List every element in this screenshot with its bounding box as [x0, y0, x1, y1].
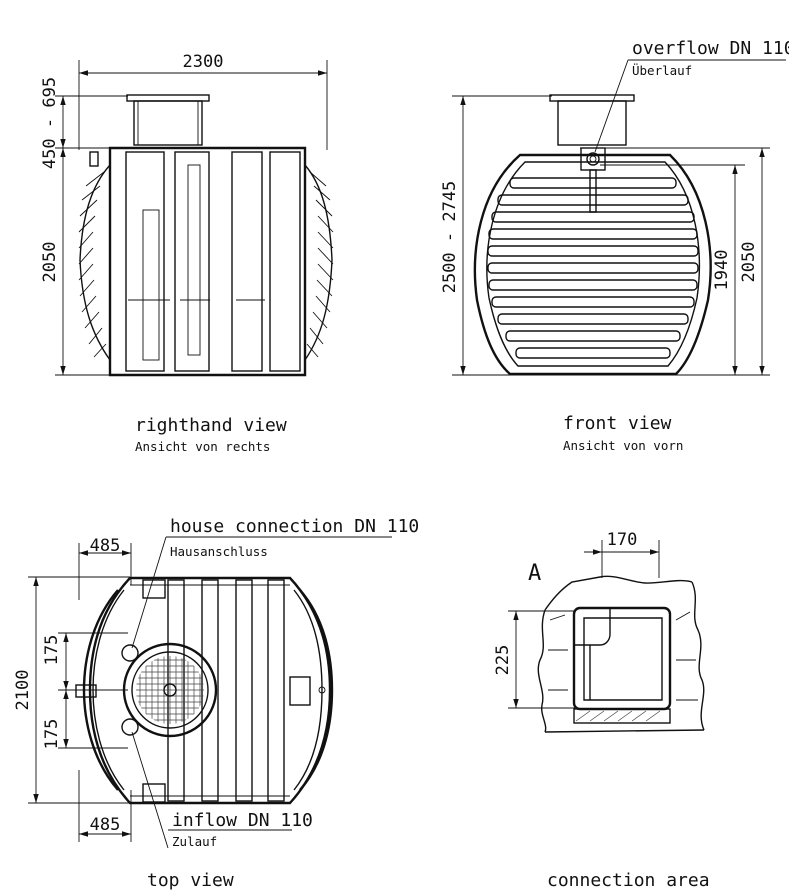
righthand-view: 2300 450 - 695 2050	[40, 52, 334, 454]
connection-opening	[572, 606, 672, 711]
top-view-title: top view	[147, 870, 234, 891]
inflow-sublabel: Zulauf	[172, 834, 217, 849]
manhole-cover	[122, 642, 218, 738]
front-view: 2500 - 2745 1940 2050 ove	[440, 38, 789, 453]
total-height-label: 2500 - 2745	[440, 181, 460, 294]
connection-height-label: 225	[493, 645, 513, 676]
bottom-offset-label: 485	[90, 815, 121, 835]
top-view: 485 485 2100 175 175	[13, 516, 419, 891]
connection-area-title: connection area	[547, 870, 710, 891]
front-view-subtitle: Ansicht von vorn	[563, 438, 683, 453]
right-ribs	[304, 164, 334, 361]
house-connection-pipe	[121, 644, 139, 662]
overflow-fitting	[580, 147, 606, 171]
outlet-height-label: 1940	[712, 250, 732, 291]
detail-marker: A	[528, 561, 541, 586]
righthand-view-title: righthand view	[135, 415, 287, 436]
connection-area-view: A 170 225 connection area	[493, 530, 710, 891]
overflow-callout-label: overflow DN 110	[632, 38, 789, 59]
dome-height-label: 450 - 695	[40, 77, 60, 169]
front-ribs	[487, 177, 699, 359]
connection-width-label: 170	[607, 530, 638, 550]
house-connection-sublabel: Hausanschluss	[170, 544, 268, 559]
house-connection-label: house connection DN 110	[170, 516, 419, 537]
righthand-view-subtitle: Ansicht von rechts	[135, 439, 270, 454]
inflow-pipe	[121, 718, 139, 736]
width-dimension-label: 2300	[183, 52, 224, 72]
total-depth-label: 2100	[13, 670, 33, 711]
left-ribs	[78, 164, 111, 361]
top-offset-label: 485	[90, 536, 121, 556]
connection-hatch	[575, 710, 661, 722]
body-height-label-front: 2050	[739, 242, 759, 283]
manhole-grid	[136, 656, 204, 724]
lower-spacing-label: 175	[42, 719, 62, 750]
upper-spacing-label: 175	[42, 635, 62, 666]
body-height-label: 2050	[40, 242, 60, 283]
front-view-title: front view	[563, 413, 672, 434]
inflow-label: inflow DN 110	[172, 810, 313, 831]
overflow-callout-sublabel: Überlauf	[632, 62, 692, 78]
